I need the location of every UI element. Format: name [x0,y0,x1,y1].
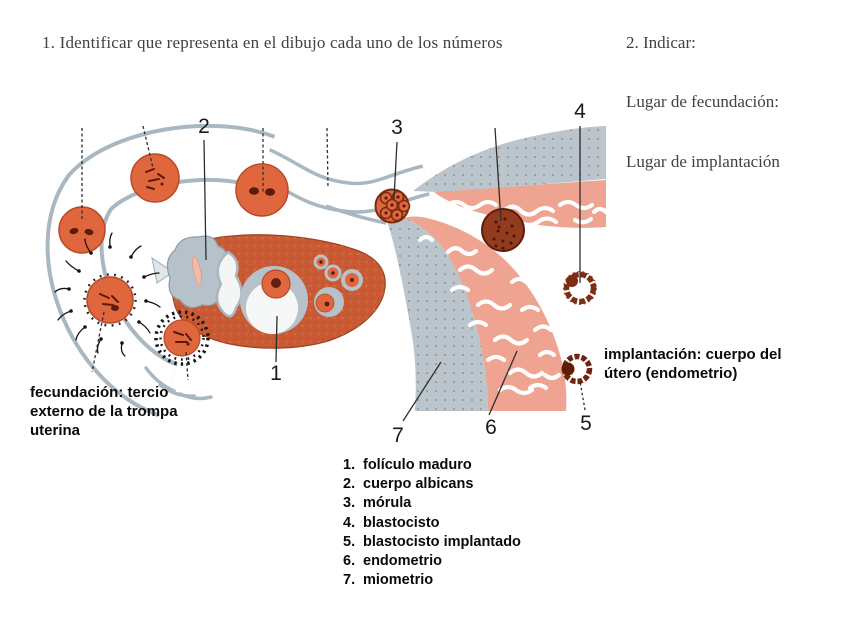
leader-lines [81,125,586,422]
implantation-place-prompt: Lugar de implantación [626,152,780,171]
morula [374,188,411,224]
item-label: blastocisto [363,514,440,531]
isthmus-wall [325,204,387,225]
item-label: miometrio [363,572,434,589]
item-number: 1. [343,457,356,473]
item-label: blastocisto implantado [363,533,521,550]
fimbria-flap [151,256,175,285]
leader-1 [275,315,278,363]
fallopian-tube [45,123,430,418]
question-1: 1. Identificar que representa en el dibu… [42,33,503,52]
myometrium [387,126,606,411]
leader-5 [579,380,586,411]
item-number: 7. [343,572,356,589]
compact-morula [481,208,525,252]
leader-fecundacion-1 [91,311,105,373]
leader-7 [402,361,442,422]
ovary [166,234,386,349]
list-item: 5. blastocisto implantado [343,533,521,552]
diagram-number-2: 2 [198,115,210,138]
implanted-blastocyst [561,353,593,385]
diagram-number-3: 3 [391,116,403,139]
item-number: 6. [343,553,356,570]
item-label: endometrio [363,553,442,570]
item-label: folículo maduro [363,457,472,473]
leader-compact-morula [494,127,502,222]
endometrial-glands [417,199,609,396]
item-label: mórula [363,495,412,512]
implantation-note: implantación: cuerpo del útero (endometr… [604,346,782,382]
fertilization-note: fecundación: tercio externo de la trompa… [30,384,178,439]
list-item: 3. mórula [343,494,521,513]
list-item: 4. blastocisto [343,514,521,533]
leader-fecundacion-2 [185,351,189,381]
egg-with-pronuclei [235,163,289,217]
blastocyst [563,271,597,305]
item-number: 4. [343,514,356,531]
leader-2 [203,139,207,261]
diagram-number-7: 7 [392,424,404,447]
egg-with-polar-bodies [58,206,106,254]
leader-tube-wall [326,127,329,189]
item-number: 3. [343,495,356,512]
leader-3 [393,141,398,200]
leader-zygote [142,125,154,169]
fimbriae [144,366,213,401]
diagram-number-6: 6 [485,416,497,439]
diagram-number-4: 4 [574,100,586,123]
list-item: 2. cuerpo albicans [343,475,521,494]
answer-key-list: 1. folículo maduro 2. cuerpo albicans 3. mó… [343,456,521,590]
list-item: 7. miometrio [343,571,521,590]
diagram-number-1: 1 [270,362,282,385]
endometrium [404,180,609,411]
list-item: 6. endometrio [343,552,521,571]
corpus-luteum [215,250,243,318]
item-number: 2. [343,476,356,493]
zygote-with-spindle [130,153,180,203]
item-number: 5. [343,533,356,550]
leader-6 [488,350,518,416]
sperm-cells [54,232,161,357]
corpus-albicans [166,235,230,309]
fertilization-place-prompt: Lugar de fecundación: [626,92,779,111]
mature-follicle [240,266,308,334]
list-item: 1. folículo maduro [343,456,521,475]
question-2: 2. Indicar: [626,33,696,52]
small-follicles [313,254,363,317]
item-label: cuerpo albicans [363,476,474,493]
diagram-number-5: 5 [580,412,592,435]
corona-radiata-egg [154,310,210,366]
fertilization-egg [54,232,161,357]
